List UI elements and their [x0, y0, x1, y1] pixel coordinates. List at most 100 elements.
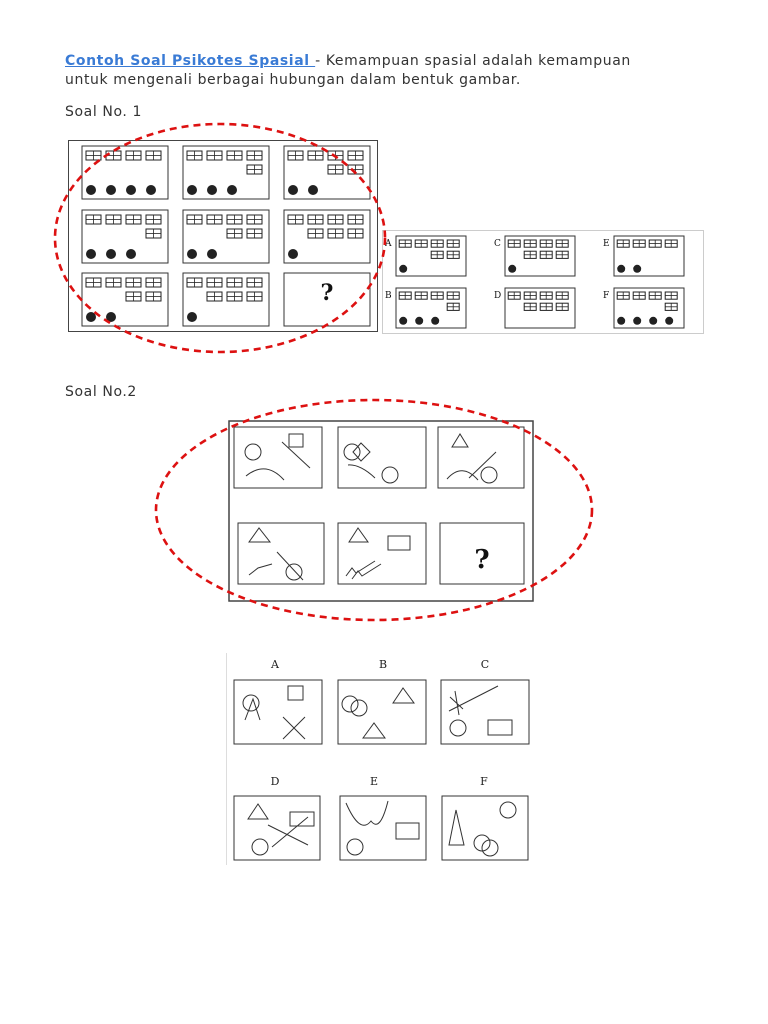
dot-icon	[431, 316, 440, 325]
window-icon	[307, 228, 324, 239]
window-icon	[539, 302, 553, 311]
window-icon	[125, 277, 142, 288]
window-icon	[523, 239, 537, 248]
window-icon	[145, 150, 162, 161]
window-icon	[430, 291, 444, 300]
window-icon	[446, 239, 460, 248]
dot-icon	[415, 316, 424, 325]
dot-icon	[288, 185, 298, 195]
puzzle-panel	[613, 235, 685, 277]
window-icon	[446, 250, 460, 259]
window-icon	[446, 291, 460, 300]
dot-icon	[187, 312, 197, 322]
dot-icon	[633, 316, 642, 325]
article-link[interactable]: Contoh Soal Psikotes Spasial	[65, 53, 316, 69]
puzzle-panel	[81, 209, 169, 264]
window-icon	[186, 277, 203, 288]
window-icon	[664, 302, 678, 311]
window-icon	[539, 239, 553, 248]
window-icon	[555, 239, 569, 248]
puzzle-panel	[182, 145, 270, 200]
puzzle-panel	[395, 235, 467, 277]
window-icon	[648, 239, 662, 248]
window-icon	[186, 150, 203, 161]
intro-separator: -	[315, 53, 326, 69]
window-icon	[125, 214, 142, 225]
dot-icon	[617, 316, 626, 325]
puzzle-panel	[182, 272, 270, 327]
soal-1-option-label-c: C	[494, 239, 501, 249]
window-icon	[206, 150, 223, 161]
window-icon	[246, 150, 263, 161]
puzzle-panel	[504, 235, 576, 277]
window-icon	[555, 302, 569, 311]
dot-icon	[86, 312, 96, 322]
window-icon	[246, 291, 263, 302]
puzzle-panel	[395, 287, 467, 329]
window-icon	[446, 302, 460, 311]
window-icon	[246, 228, 263, 239]
window-icon	[664, 239, 678, 248]
window-icon	[226, 277, 243, 288]
soal-2-panel-3	[437, 426, 525, 489]
window-icon	[125, 291, 142, 302]
soal-2-panel-2	[337, 426, 427, 489]
window-icon	[145, 228, 162, 239]
window-icon	[226, 228, 243, 239]
dot-icon	[633, 264, 642, 273]
dot-icon	[207, 249, 217, 259]
window-icon	[632, 239, 646, 248]
soal-1-option-label-e: E	[603, 239, 610, 249]
window-icon	[85, 277, 102, 288]
window-icon	[555, 250, 569, 259]
soal-2-question-mark: ?	[474, 545, 489, 575]
window-icon	[430, 250, 444, 259]
soal-2-option-d	[233, 795, 321, 861]
window-icon	[287, 214, 304, 225]
intro-paragraph: Contoh Soal Psikotes Spasial - Kemampuan…	[65, 52, 685, 90]
window-icon	[347, 150, 364, 161]
window-icon	[226, 291, 243, 302]
soal-2-option-f	[441, 795, 529, 861]
dot-icon	[227, 185, 237, 195]
soal-2-panel-1	[233, 426, 323, 489]
dot-icon	[207, 185, 217, 195]
window-icon	[206, 214, 223, 225]
puzzle-panel	[182, 209, 270, 264]
dot-icon	[308, 185, 318, 195]
window-icon	[105, 277, 122, 288]
soal-2-option-e	[339, 795, 427, 861]
soal-1-option-label-a: A	[384, 239, 392, 249]
soal-2-highlight-ellipse	[154, 398, 594, 622]
window-icon	[648, 291, 662, 300]
dot-icon	[399, 264, 408, 273]
soal-2-option-label-d: D	[271, 775, 280, 788]
window-icon	[398, 291, 412, 300]
dot-icon	[126, 185, 136, 195]
window-icon	[125, 150, 142, 161]
window-icon	[246, 277, 263, 288]
soal-1-options: A B C D E F	[382, 230, 704, 334]
puzzle-panel	[81, 145, 169, 200]
window-icon	[414, 239, 428, 248]
window-icon	[186, 214, 203, 225]
window-icon	[555, 291, 569, 300]
dot-icon	[288, 249, 298, 259]
window-icon	[523, 291, 537, 300]
soal-2-option-a	[233, 679, 323, 745]
window-icon	[85, 150, 102, 161]
soal-1-option-label-f: F	[603, 291, 609, 301]
dot-icon	[399, 316, 408, 325]
window-icon	[347, 228, 364, 239]
soal-2-option-c	[440, 679, 530, 745]
window-icon	[539, 291, 553, 300]
dot-icon	[86, 185, 96, 195]
window-icon	[523, 250, 537, 259]
soal-2-panel-6: ?	[439, 522, 525, 585]
window-icon	[507, 239, 521, 248]
dot-icon	[617, 264, 626, 273]
soal-2-puzzle-grid: ?	[228, 420, 534, 602]
soal-2-heading: Soal No.2	[65, 384, 137, 400]
soal-2-option-label-a: A	[270, 658, 280, 671]
window-icon	[664, 291, 678, 300]
